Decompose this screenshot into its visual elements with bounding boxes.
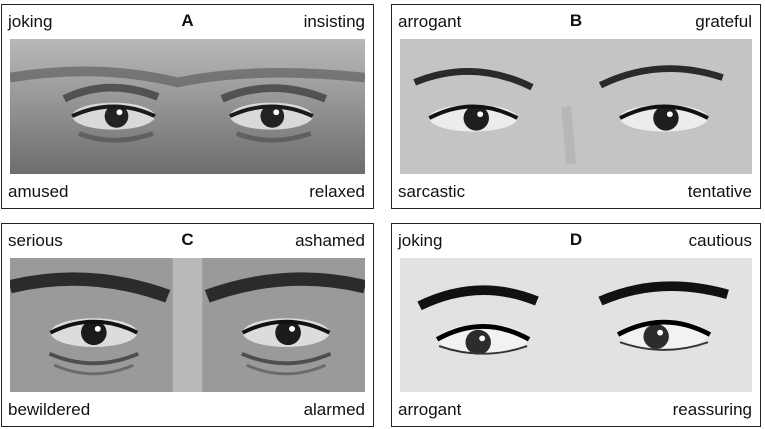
option-top-right: cautious xyxy=(688,231,752,250)
option-bottom-left: bewildered xyxy=(8,400,91,419)
option-top-left: joking xyxy=(398,231,443,250)
eyes-photo-d xyxy=(400,258,752,392)
option-top-right: grateful xyxy=(695,12,752,31)
panel-letter: A xyxy=(181,11,194,30)
panel-c: serious C ashamed bewildered alarmed xyxy=(1,223,374,427)
panel-letter: B xyxy=(569,11,583,30)
panel-letter: D xyxy=(569,230,583,249)
option-bottom-right: reassuring xyxy=(672,400,752,419)
option-bottom-left: arrogant xyxy=(398,400,462,419)
eyes-photo-a xyxy=(10,39,365,174)
option-top-left: arrogant xyxy=(398,12,462,31)
option-bottom-right: tentative xyxy=(687,182,752,201)
panel-b: arrogant B grateful sarcastic tentative xyxy=(391,4,761,209)
eyes-photo-b xyxy=(400,39,752,174)
option-top-left: joking xyxy=(8,12,53,31)
panel-d: joking D cautious arrogant reassuring xyxy=(391,223,761,427)
option-bottom-right: alarmed xyxy=(303,400,365,419)
option-bottom-left: amused xyxy=(8,182,69,201)
panel-a: joking A insisting xyxy=(1,4,374,209)
option-bottom-right: relaxed xyxy=(309,182,365,201)
panel-letter: C xyxy=(181,230,194,249)
eyes-photo-c xyxy=(10,258,365,392)
option-top-right: insisting xyxy=(303,12,365,31)
option-top-right: ashamed xyxy=(295,231,365,250)
option-bottom-left: sarcastic xyxy=(398,182,466,201)
option-top-left: serious xyxy=(8,231,63,250)
